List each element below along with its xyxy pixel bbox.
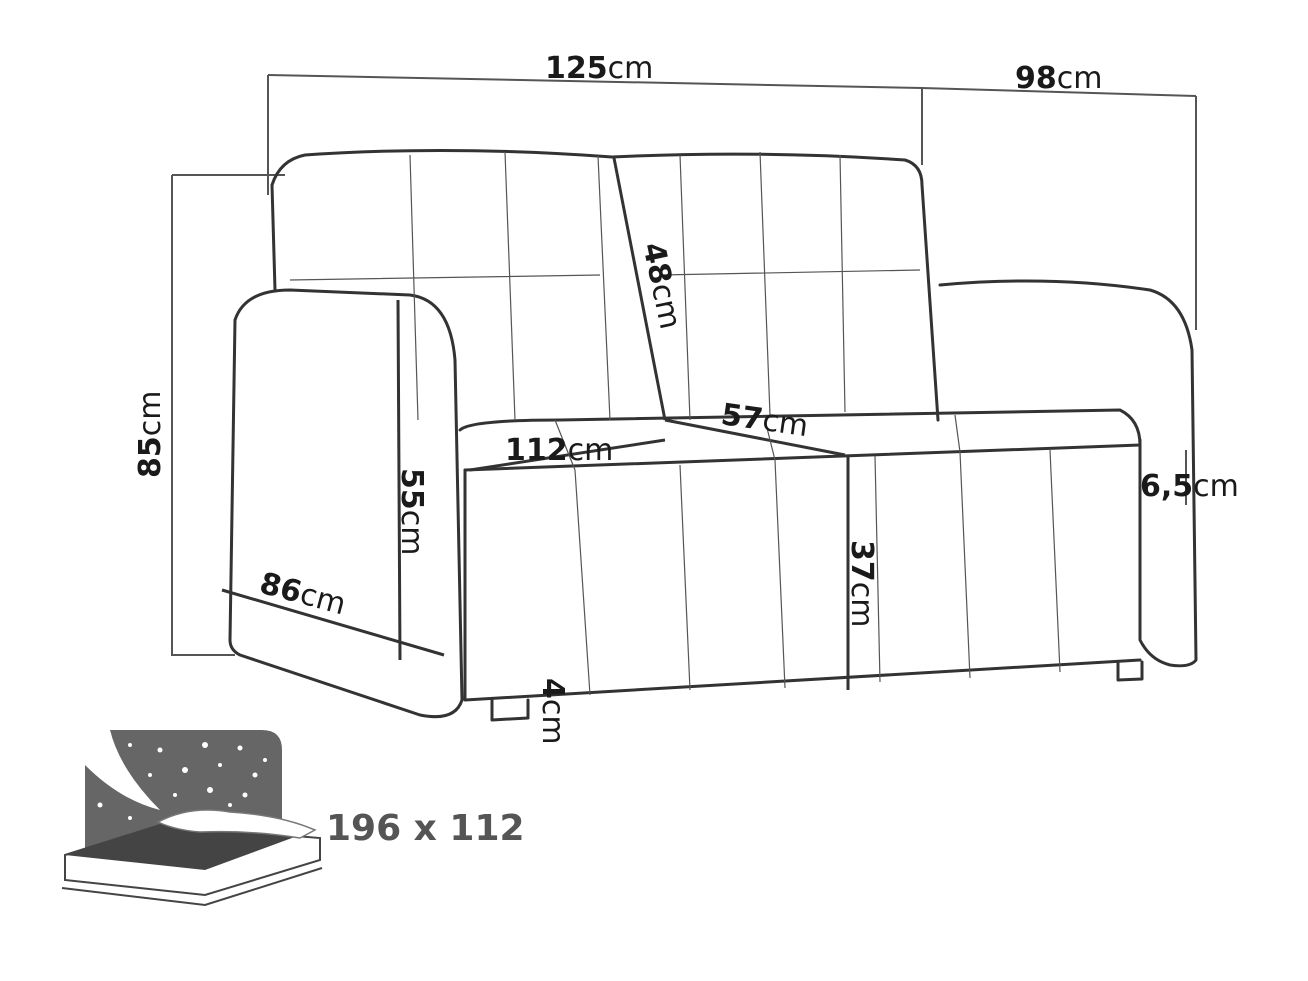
sofa-outline	[228, 148, 1198, 722]
width-label: 125cm	[545, 51, 653, 86]
armrest-width-label: 6,5cm	[1140, 469, 1239, 504]
seat-width-label: 112cm	[505, 433, 613, 468]
armrest-height-label: 55cm	[394, 468, 429, 555]
seat-depth-label: 57cm	[719, 397, 810, 444]
bed-icon	[61, 730, 323, 907]
height-label: 85cm	[133, 391, 168, 478]
leg-height-label: 4cm	[535, 678, 570, 745]
backrest-height-label: 48cm	[635, 239, 687, 332]
dimension-lines	[171, 74, 1197, 690]
sleeping-area-label: 196 x 112	[326, 808, 525, 849]
depth-label: 98cm	[1015, 61, 1102, 96]
seat-height-label: 37cm	[844, 540, 879, 627]
